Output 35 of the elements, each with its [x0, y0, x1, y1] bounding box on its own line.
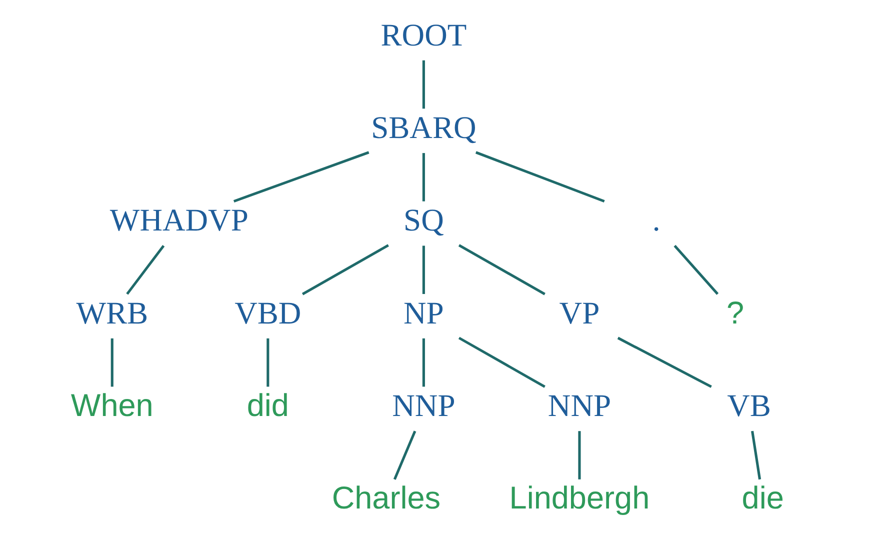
node-text: . [652, 202, 660, 238]
connector [578, 431, 580, 480]
node-text: WRB [76, 295, 148, 330]
node-text: SQ [403, 202, 444, 238]
node-text: When [70, 387, 153, 424]
connector [422, 246, 424, 294]
connector [422, 338, 424, 387]
connector [422, 153, 424, 202]
node-text: Lindbergh [508, 480, 650, 516]
connector [126, 244, 164, 295]
connector [458, 244, 545, 296]
node-text: VP [558, 295, 600, 330]
node-text: ? [726, 294, 744, 330]
node-text: ROOT [380, 17, 466, 52]
connector [422, 60, 424, 109]
node-text: NNP [547, 388, 611, 424]
node-text: did [246, 387, 288, 424]
connector [266, 338, 269, 387]
connector [474, 151, 604, 203]
node-text: NP [403, 295, 444, 330]
connector [750, 430, 761, 480]
connector [301, 244, 388, 296]
node-text: WHADVP [109, 202, 248, 238]
connector [232, 151, 369, 203]
node-text: VB [726, 388, 770, 424]
connector [110, 338, 113, 387]
node-text: Charles [331, 480, 440, 516]
node-text: die [741, 480, 784, 516]
node-text: SBARQ [370, 110, 476, 145]
connector [458, 336, 545, 388]
connector [392, 430, 416, 480]
connector [673, 244, 718, 295]
connector [616, 336, 712, 388]
node-text: VBD [234, 295, 301, 330]
node-text: NNP [392, 388, 455, 424]
